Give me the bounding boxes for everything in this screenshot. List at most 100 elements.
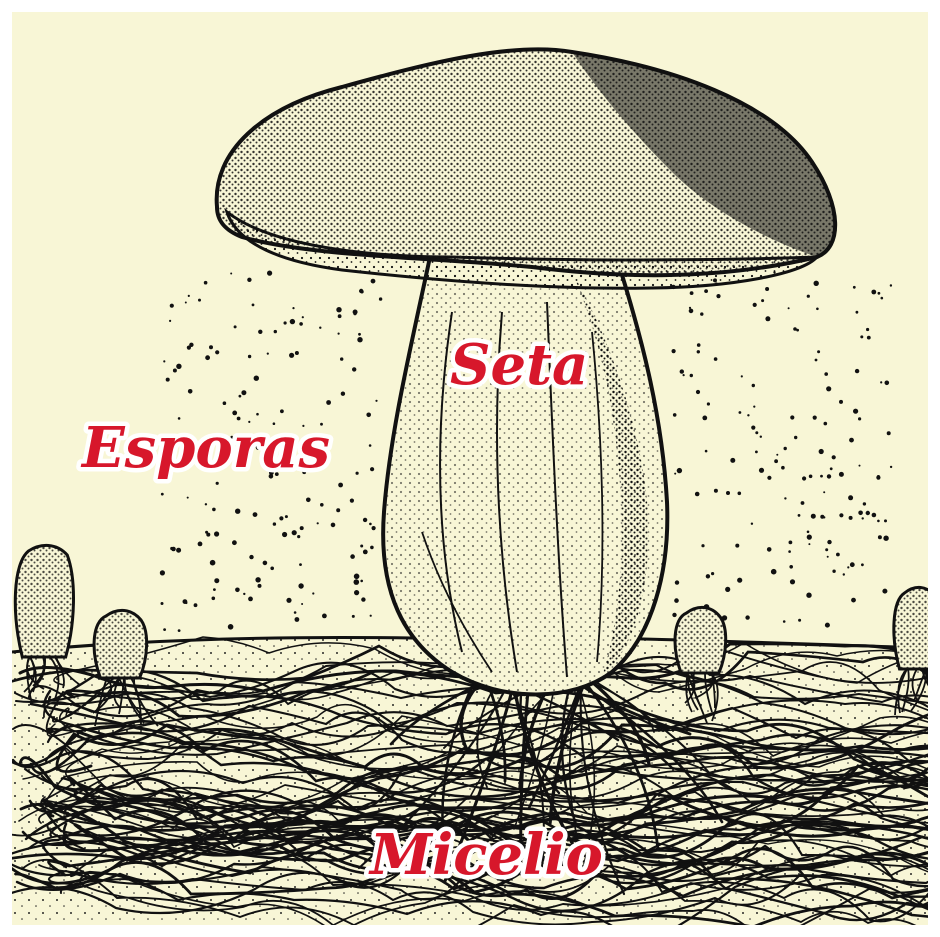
spore-dot bbox=[273, 522, 276, 525]
spore-dot bbox=[289, 353, 294, 358]
spore-dot bbox=[232, 540, 237, 545]
spore-dot bbox=[855, 369, 859, 373]
spore-dot bbox=[290, 319, 295, 324]
spore-dot bbox=[856, 311, 859, 314]
spore-dot bbox=[674, 473, 676, 475]
spore-dot bbox=[859, 465, 861, 467]
spore-dot bbox=[807, 535, 812, 540]
spore-dot bbox=[689, 309, 694, 314]
spore-dot bbox=[258, 584, 262, 588]
spore-dot bbox=[214, 531, 219, 536]
spore-dot bbox=[882, 589, 887, 594]
spore-dot bbox=[354, 579, 360, 585]
spore-dot bbox=[830, 467, 833, 470]
spore-dot bbox=[176, 548, 181, 553]
spore-dot bbox=[223, 401, 227, 405]
spore-dot bbox=[298, 583, 303, 588]
spore-dot bbox=[700, 312, 703, 315]
spore-dot bbox=[300, 526, 304, 530]
spore-dot bbox=[807, 295, 810, 298]
spore-dot bbox=[798, 619, 801, 622]
spore-dot bbox=[706, 574, 710, 578]
spore-dot bbox=[737, 578, 742, 583]
spore-dot bbox=[824, 422, 828, 426]
spore-dot bbox=[160, 570, 165, 575]
spore-dot bbox=[739, 411, 742, 414]
spore-dot bbox=[267, 353, 269, 355]
spore-dot bbox=[319, 327, 321, 329]
spores-label: Esporas bbox=[80, 415, 330, 481]
spore-dot bbox=[801, 501, 805, 505]
spore-dot bbox=[680, 369, 684, 373]
spore-dot bbox=[248, 597, 253, 602]
spore-dot bbox=[255, 577, 260, 582]
spore-dot bbox=[341, 392, 345, 396]
spore-dot bbox=[767, 547, 772, 552]
spore-dot bbox=[360, 580, 363, 583]
spore-dot bbox=[793, 327, 797, 331]
spore-dot bbox=[690, 374, 693, 377]
spore-dot bbox=[759, 468, 764, 473]
spore-dot bbox=[274, 330, 277, 333]
spore-dot bbox=[248, 355, 251, 358]
spore-dot bbox=[871, 290, 876, 295]
spore-dot bbox=[169, 320, 171, 322]
spore-dot bbox=[358, 333, 361, 336]
spore-dot bbox=[790, 579, 795, 584]
spore-dot bbox=[823, 491, 825, 493]
spore-dot bbox=[883, 536, 888, 541]
spore-dot bbox=[252, 304, 255, 307]
spore-dot bbox=[832, 455, 836, 459]
spore-dot bbox=[243, 593, 245, 595]
spore-dot bbox=[212, 508, 216, 512]
spore-dot bbox=[861, 563, 864, 566]
spore-dot bbox=[370, 615, 372, 617]
spore-dot bbox=[753, 406, 755, 408]
spore-dot bbox=[836, 553, 840, 557]
spore-dot bbox=[851, 598, 856, 603]
spore-dot bbox=[872, 513, 877, 518]
spore-dot bbox=[771, 569, 777, 575]
spore-dot bbox=[672, 613, 676, 617]
spore-dot bbox=[161, 493, 164, 496]
spore-dot bbox=[239, 395, 242, 398]
spore-dot bbox=[789, 565, 793, 569]
spore-dot bbox=[205, 355, 210, 360]
spore-dot bbox=[726, 491, 730, 495]
spore-dot bbox=[352, 615, 355, 618]
spore-dot bbox=[173, 369, 177, 373]
spore-dot bbox=[843, 573, 845, 575]
spore-dot bbox=[760, 436, 762, 438]
spore-dot bbox=[350, 499, 354, 503]
spore-dot bbox=[301, 603, 303, 605]
spore-dot bbox=[176, 364, 181, 369]
spore-dot bbox=[198, 299, 201, 302]
spore-dot bbox=[363, 550, 368, 555]
spore-dot bbox=[858, 511, 863, 516]
spore-dot bbox=[711, 572, 714, 575]
spore-dot bbox=[802, 476, 806, 480]
spore-dot bbox=[163, 628, 166, 631]
spore-dot bbox=[695, 492, 700, 497]
spore-dot bbox=[788, 550, 791, 553]
spore-dot bbox=[825, 623, 830, 628]
spore-dot bbox=[235, 588, 240, 593]
spore-dot bbox=[372, 526, 376, 530]
spore-dot bbox=[198, 542, 203, 547]
spore-dot bbox=[714, 357, 718, 361]
spore-dot bbox=[853, 286, 856, 289]
spore-dot bbox=[807, 531, 810, 534]
spore-dot bbox=[725, 587, 730, 592]
spore-dot bbox=[359, 289, 363, 293]
spore-dot bbox=[752, 384, 755, 387]
spore-dot bbox=[170, 304, 174, 308]
spore-dot bbox=[352, 367, 356, 371]
spore-dot bbox=[295, 351, 299, 355]
spore-dot bbox=[866, 328, 869, 331]
spore-dot bbox=[306, 498, 311, 503]
spore-dot bbox=[707, 402, 710, 405]
spore-dot bbox=[205, 503, 207, 505]
spore-dot bbox=[839, 472, 844, 477]
spore-dot bbox=[697, 350, 700, 353]
spore-dot bbox=[292, 530, 297, 535]
